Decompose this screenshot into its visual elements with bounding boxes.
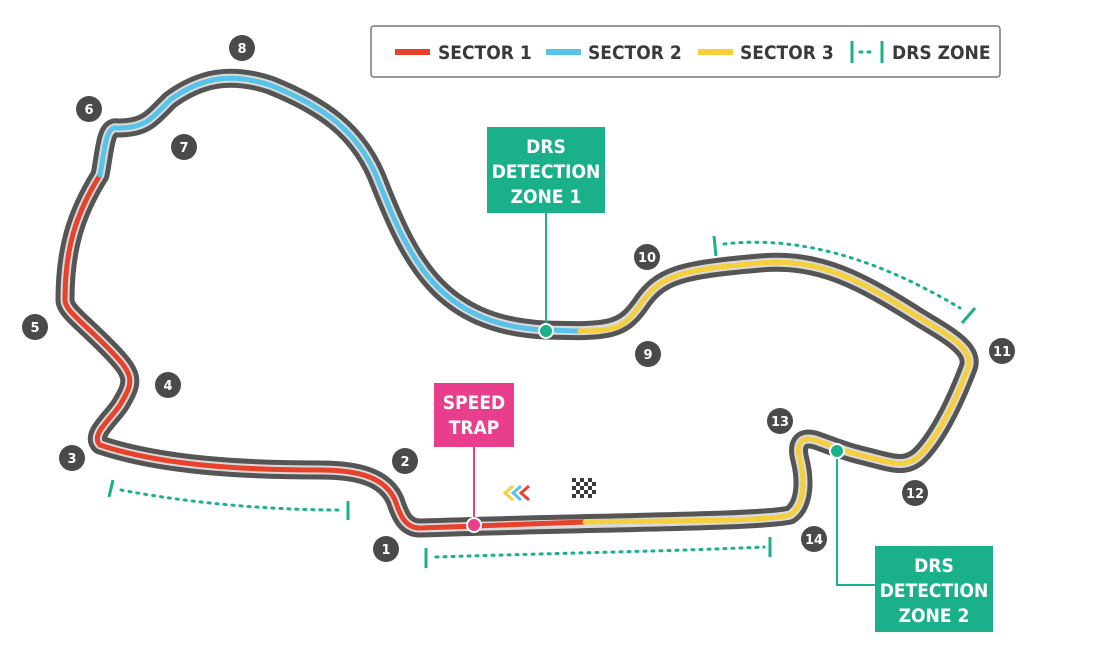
turn-1-badge: 1 [373, 536, 399, 562]
turn-4-badge: 4 [155, 372, 181, 398]
svg-text:14: 14 [805, 533, 823, 548]
legend: SECTOR 1 SECTOR 2 SECTOR 3 DRS ZONE [370, 25, 1001, 78]
speed-trap-point [466, 517, 482, 533]
svg-text:7: 7 [179, 141, 188, 156]
legend-sector-1: SECTOR 1 [395, 42, 532, 64]
track [55, 68, 979, 538]
turn-badges: 1 2 3 4 5 6 7 8 9 10 11 12 13 14 [22, 35, 1015, 562]
detection-2-line-2: DETECTION [880, 580, 989, 602]
legend-drs-zone-label: DRS ZONE [892, 42, 991, 64]
turn-12-badge: 12 [902, 480, 928, 506]
turn-13-badge: 13 [767, 408, 793, 434]
svg-text:1: 1 [381, 543, 390, 558]
legend-sector-2-label: SECTOR 2 [588, 42, 682, 64]
turn-6-badge: 6 [76, 96, 102, 122]
detection-2-line-1: DRS [914, 555, 954, 577]
turn-8-badge: 8 [229, 35, 255, 61]
svg-text:6: 6 [84, 103, 93, 118]
turn-9-badge: 9 [635, 341, 661, 367]
turn-14-badge: 14 [801, 526, 827, 552]
drs-zone-back-straight [712, 235, 977, 324]
svg-text:4: 4 [163, 379, 172, 394]
speed-trap-line-2: TRAP [449, 417, 500, 439]
svg-text:8: 8 [237, 42, 246, 57]
turn-11-badge: 11 [989, 338, 1015, 364]
turn-7-badge: 7 [171, 134, 197, 160]
turn-10-badge: 10 [634, 244, 660, 270]
direction-chevrons-icon [502, 484, 530, 502]
svg-text:10: 10 [638, 251, 656, 266]
legend-sector-3-label: SECTOR 3 [740, 42, 834, 64]
svg-text:12: 12 [906, 487, 924, 502]
legend-drs-zone: DRS ZONE [850, 41, 991, 64]
drs-zones [107, 235, 977, 568]
detection-point-1 [538, 323, 554, 339]
detection-1-line-2: DETECTION [492, 161, 601, 183]
turn-5-badge: 5 [22, 314, 48, 340]
legend-box [370, 25, 1001, 78]
drs-zone-main-straight [424, 537, 772, 568]
turn-2-badge: 2 [392, 448, 418, 474]
legend-sector-2: SECTOR 2 [546, 42, 682, 64]
legend-sector-3: SECTOR 3 [698, 42, 834, 64]
sector-2-line [97, 75, 583, 334]
speed-trap: SPEED TRAP [434, 383, 514, 533]
svg-text:3: 3 [67, 452, 76, 467]
svg-text:5: 5 [30, 321, 39, 336]
detection-point-2 [829, 443, 845, 459]
detection-2-line-3: ZONE 2 [899, 605, 970, 627]
drs-detection-zone-2: DRS DETECTION ZONE 2 [829, 443, 993, 632]
svg-text:13: 13 [771, 415, 789, 430]
drs-detection-zone-1: DRS DETECTION ZONE 1 [487, 127, 605, 339]
checkered-flag-icon [572, 478, 596, 498]
turn-3-badge: 3 [59, 445, 85, 471]
legend-sector-1-label: SECTOR 1 [438, 42, 532, 64]
sector-3-line [577, 259, 972, 525]
drs-zone-turn-3 [107, 479, 350, 520]
sector-1-line [62, 172, 588, 531]
svg-text:2: 2 [400, 455, 409, 470]
detection-1-line-1: DRS [526, 136, 566, 158]
speed-trap-line-1: SPEED [443, 392, 505, 414]
svg-text:9: 9 [643, 348, 652, 363]
detection-1-line-3: ZONE 1 [511, 186, 582, 208]
svg-text:11: 11 [993, 345, 1011, 360]
